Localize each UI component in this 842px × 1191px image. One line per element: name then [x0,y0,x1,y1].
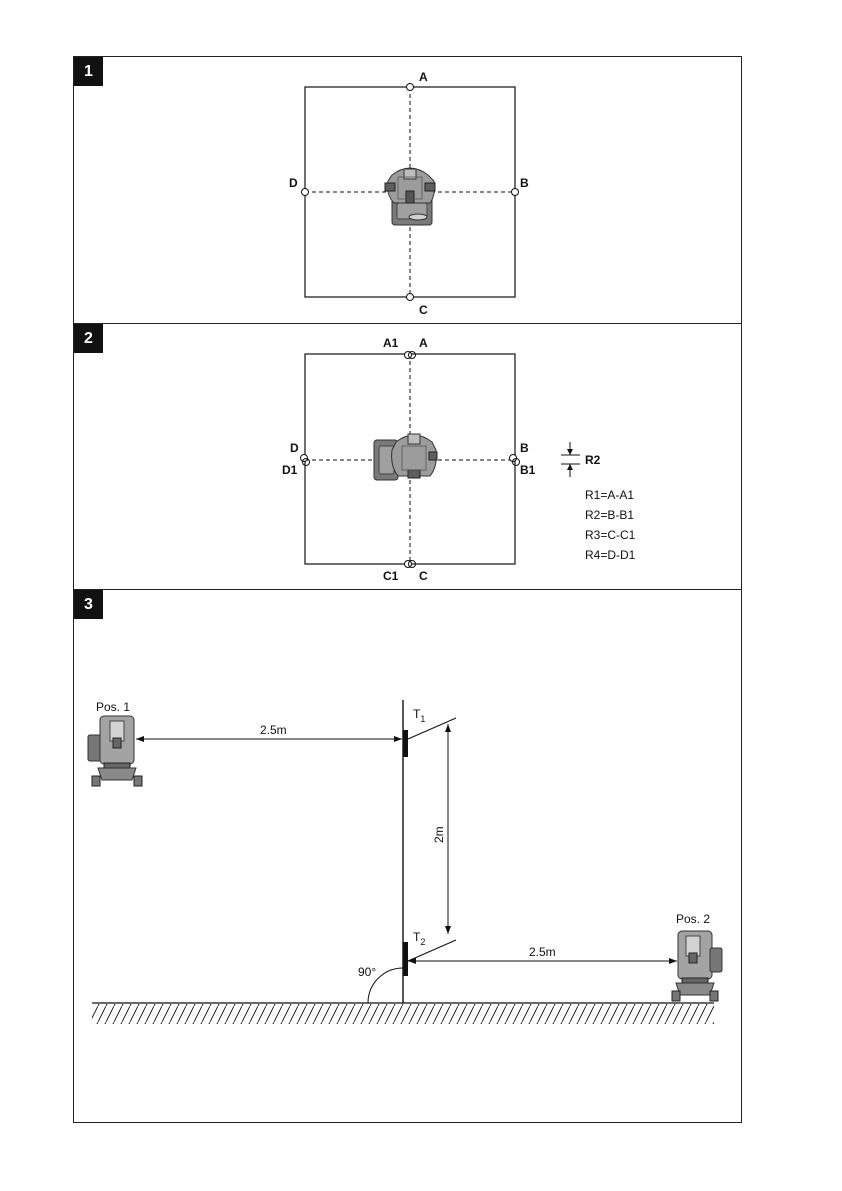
label-d: D [289,176,298,190]
label-d: D [290,441,299,455]
point-a-marker [407,84,414,91]
label-b1: B1 [520,463,536,477]
target-t1 [403,730,408,757]
legend-r4: R4=D-D1 [585,545,635,565]
figure-2-panel: 2 A1 A B B1 C1 C D D1 [73,323,742,590]
point-c-marker [407,294,414,301]
label-c: C [419,303,428,317]
laser-device-pos2 [672,931,722,1001]
point-b-marker [512,189,519,196]
label-c: C [419,569,428,583]
laser-device-top-view [385,168,435,225]
label-a1: A1 [383,336,399,350]
figure-3-diagram: 90° 2.5m 2.5m 2m T1 T2 Pos. 1 Pos. 2 [74,590,741,1122]
label-a: A [419,336,428,350]
distance-bottom-label: 2.5m [529,945,556,959]
pos1-label: Pos. 1 [96,700,130,714]
point-a-a1-markers [405,352,416,359]
figure-2-diagram: A1 A B B1 C1 C D D1 R2 [74,324,741,589]
legend-r2: R2=B-B1 [585,505,635,525]
t2-label: T2 [413,930,425,947]
label-c1: C1 [383,569,399,583]
r2-label: R2 [585,453,601,467]
pos2-label: Pos. 2 [676,912,710,926]
point-d-marker [302,189,309,196]
laser-device-top-view-rotated [374,434,437,480]
laser-device-pos1 [88,716,142,786]
label-b: B [520,441,529,455]
label-b: B [520,176,529,190]
r2-offset-symbol [561,442,580,477]
height-label: 2m [432,826,446,843]
ground-hatch [92,1004,714,1024]
label-d1: D1 [282,463,298,477]
deviation-legend: R1=A-A1 R2=B-B1 R3=C-C1 R4=D-D1 [585,485,635,565]
figure-1-diagram: A B C D [74,57,741,323]
label-a: A [419,70,428,84]
legend-r1: R1=A-A1 [585,485,635,505]
target-t2 [403,942,408,976]
legend-r3: R3=C-C1 [585,525,635,545]
t1-label: T1 [413,707,425,724]
angle-label: 90° [358,965,376,979]
figure-1-panel: 1 A B C D [73,56,742,324]
figure-3-panel: 3 90° 2.5m 2.5m 2m T1 [73,589,742,1123]
distance-top-label: 2.5m [260,723,287,737]
